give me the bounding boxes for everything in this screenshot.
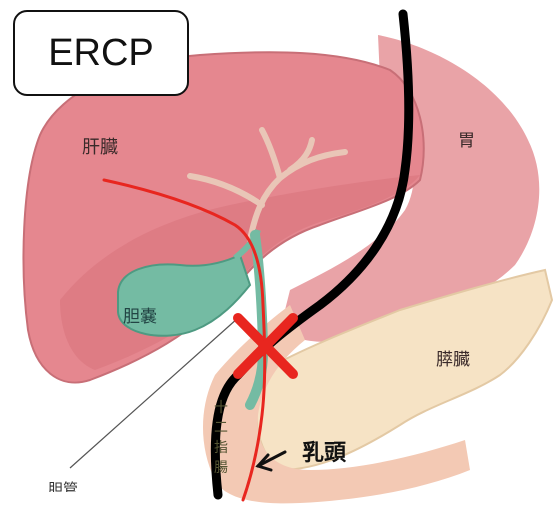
papilla-label: 乳頭 [302,435,346,467]
bile-duct-label: 胆管 [48,478,78,492]
title-box: ERCP [13,10,189,96]
pancreas-label: 膵臓 [436,345,470,370]
gallbladder-label: 胆嚢 [123,302,157,327]
duodenum-label: 十二指腸 [214,398,234,478]
stomach-label: 胃 [458,126,475,151]
liver-label: 肝臓 [82,133,118,159]
